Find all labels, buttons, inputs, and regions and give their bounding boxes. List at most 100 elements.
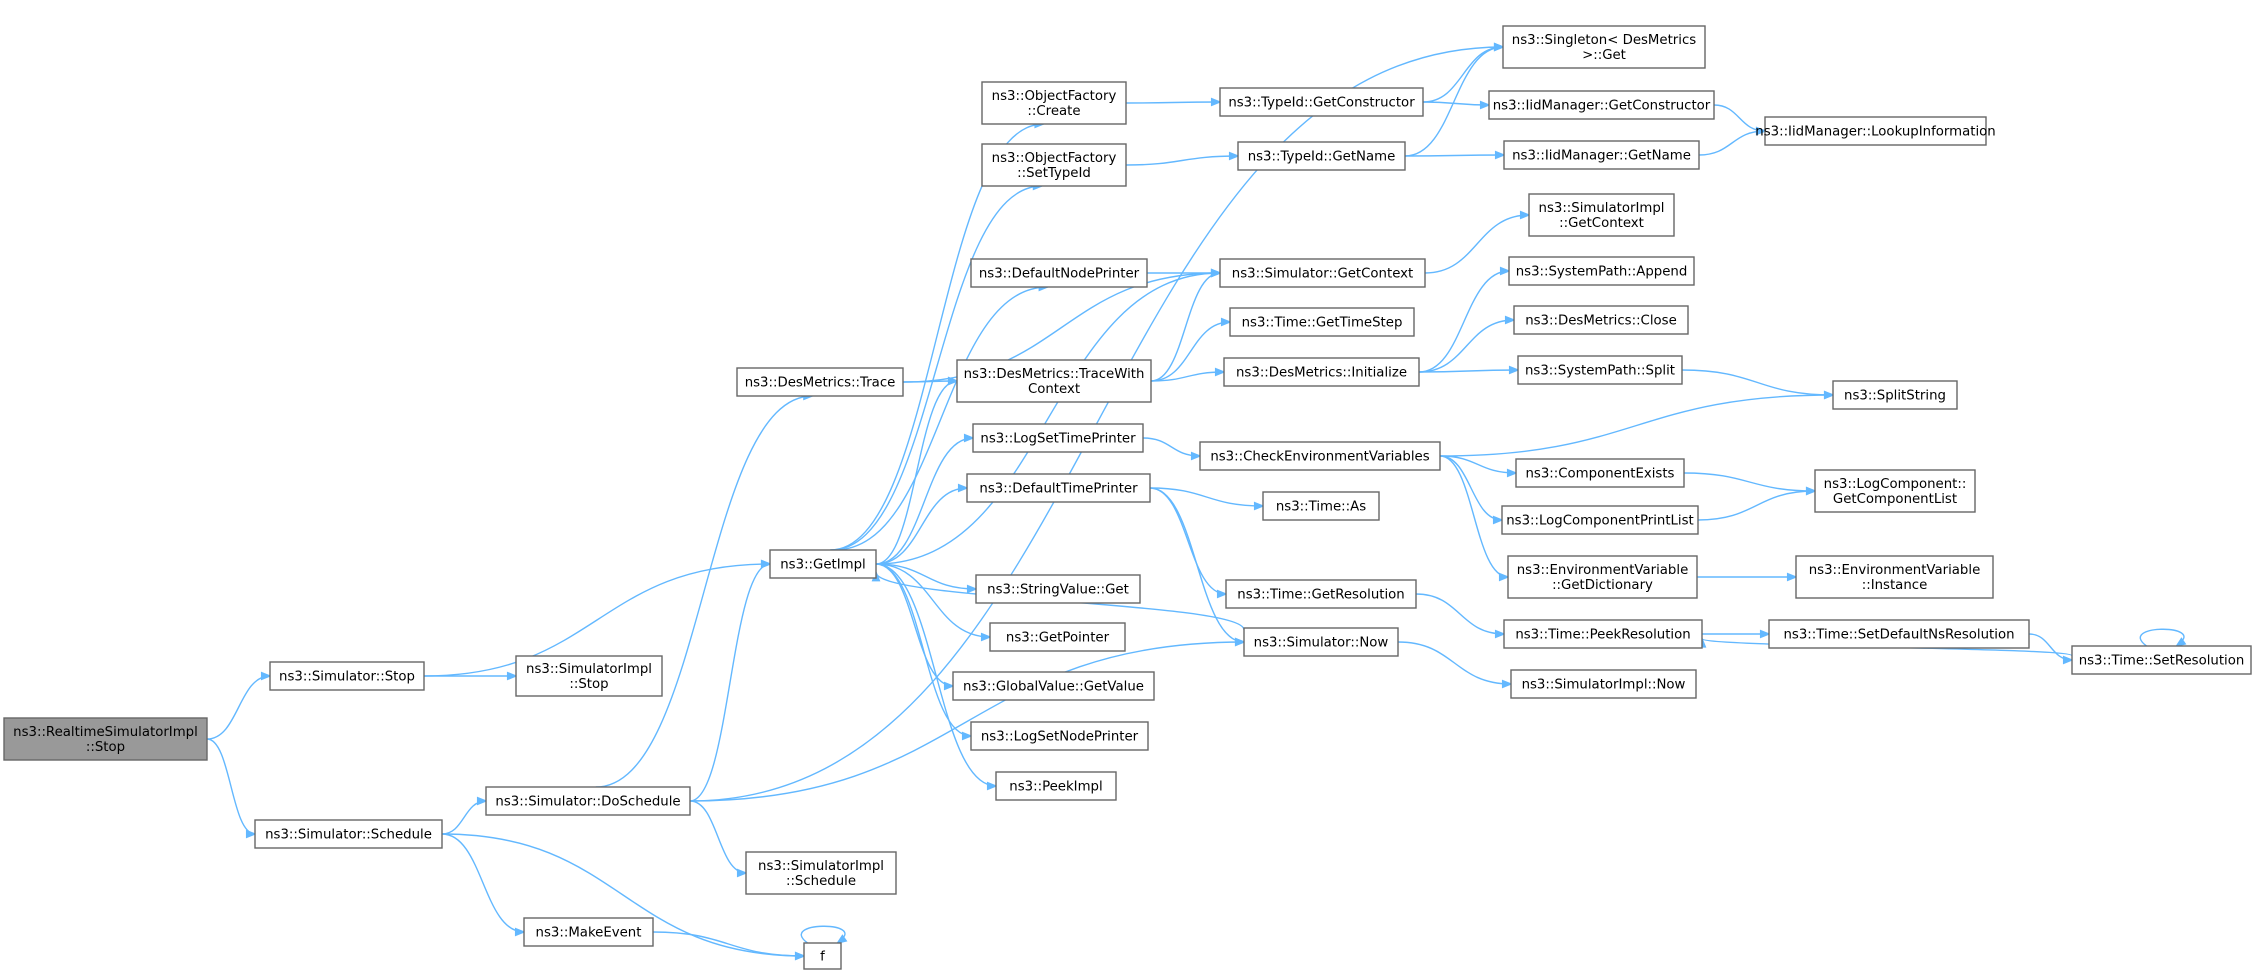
node-label: ::Schedule [786,874,856,889]
node-ns3-time-gettimestep[interactable]: ns3::Time::GetTimeStep [1229,307,1415,337]
node-ns3-desmetrics-trace[interactable]: ns3::DesMetrics::Trace [736,367,904,397]
node-ns3-objectfactory-create[interactable]: ns3::ObjectFactory::Create [981,81,1127,125]
node-ns3-typeid-getconstructor[interactable]: ns3::TypeId::GetConstructor [1219,87,1424,117]
node-ns3-simulator-now[interactable]: ns3::Simulator::Now [1243,627,1399,657]
edge-line [1418,270,1510,373]
node-ns3-time-setresolution[interactable]: ns3::Time::SetResolution [2071,645,2252,675]
node-ns3-simulator-stop[interactable]: ns3::Simulator::Stop [269,661,425,691]
edge-arrowhead [1805,486,1817,496]
node-ns3-simulator-schedule[interactable]: ns3::Simulator::Schedule [254,819,443,849]
node-label: ns3::Time::GetTimeStep [1242,316,1403,331]
node-ns3-desmetrics-initialize[interactable]: ns3::DesMetrics::Initialize [1223,357,1420,387]
node-ns3-objectfactory-settypeid[interactable]: ns3::ObjectFactory::SetTypeId [981,143,1127,187]
node-box [1237,141,1406,171]
edge-ns3-realtimesimulatorimpl-stop-to-ns3-simulator-schedule [206,738,257,839]
edge-line [1404,46,1504,157]
node-ns3-componentexists[interactable]: ns3::ComponentExists [1515,458,1685,488]
node-ns3-getimpl[interactable]: ns3::GetImpl [769,549,877,579]
edge-arrowhead [961,731,973,741]
edge-arrowhead [1493,42,1505,52]
node-ns3-defaulttimeprinter[interactable]: ns3::DefaultTimePrinter [966,473,1151,503]
node-ns3-environmentvariable-getdictionary[interactable]: ns3::EnvironmentVariable::GetDictionary [1507,555,1698,599]
edge-arrowhead [947,376,959,386]
node-ns3-defaultnodeprinter[interactable]: ns3::DefaultNodePrinter [970,258,1148,288]
node-ns3-time-as[interactable]: ns3::Time::As [1262,491,1380,521]
node-ns3-typeid-getname[interactable]: ns3::TypeId::GetName [1237,141,1406,171]
node-box [2071,645,2252,675]
node-f[interactable]: f [803,942,842,970]
edge-line [1125,155,1239,166]
edge-line [1149,487,1245,643]
edge-ns3-defaulttimeprinter-to-ns3-simulator-now [1149,487,1246,647]
node-ns3-stringvalue-get[interactable]: ns3::StringValue::Get [975,574,1141,604]
edge-ns3-systempath-split-to-ns3-splitstring [1681,369,1835,400]
edge-ns3-defaulttimeprinter-to-ns3-time-getresolution [1149,487,1228,599]
node-box [769,549,877,579]
node-label: ns3::MakeEvent [536,926,642,941]
node-ns3-simulatorimpl-now[interactable]: ns3::SimulatorImpl::Now [1510,669,1697,699]
node-ns3-time-peekresolution[interactable]: ns3::Time::PeekResolution [1503,619,1703,649]
node-label: ns3::LogComponent:: [1824,477,1967,492]
node-ns3-systempath-split[interactable]: ns3::SystemPath::Split [1517,355,1683,385]
node-label: ns3::DefaultNodePrinter [979,267,1140,282]
node-ns3-globalvalue-getvalue[interactable]: ns3::GlobalValue::GetValue [952,671,1155,701]
node-ns3-peekimpl[interactable]: ns3::PeekImpl [995,771,1117,801]
edge-arrowhead [260,671,272,681]
edge-arrowhead [943,681,955,691]
edge-ns3-desmetrics-initialize-to-ns3-desmetrics-close [1418,315,1516,373]
node-ns3-iidmanager-lookupinformation[interactable]: ns3::IidManager::LookupInformation [1755,116,1996,146]
node-box [3,717,208,761]
edge-line [652,931,805,957]
node-ns3-checkenvironmentvariables[interactable]: ns3::CheckEnvironmentVariables [1199,441,1441,471]
edge-ns3-objectfactory-create-to-ns3-typeid-getconstructor [1125,97,1222,107]
node-box [1528,193,1675,237]
edge-arrowhead [1823,390,1835,400]
node-ns3-environmentvariable-instance[interactable]: ns3::EnvironmentVariable::Instance [1795,555,1994,599]
node-box [970,721,1149,751]
node-ns3-splitstring[interactable]: ns3::SplitString [1832,380,1958,410]
node-ns3-simulatorimpl-schedule[interactable]: ns3::SimulatorImpl::Schedule [745,851,897,895]
edge-ns3-desmetrics-tracewithcontext-to-ns3-time-gettimestep [1150,317,1232,382]
edge-ns3-getimpl-to-ns3-stringvalue-get [875,563,978,594]
node-ns3-iidmanager-getconstructor[interactable]: ns3::IidManager::GetConstructor [1488,90,1715,120]
edge-line [1415,593,1505,635]
node-ns3-simulator-getcontext[interactable]: ns3::Simulator::GetContext [1219,258,1426,288]
node-ns3-simulatorimpl-getcontext[interactable]: ns3::SimulatorImpl::GetContext [1528,193,1675,237]
node-label: ns3::Simulator::Schedule [265,828,432,843]
edge-ns3-simulator-getcontext-to-ns3-simulatorimpl-getcontext [1424,210,1531,274]
node-ns3-getpointer[interactable]: ns3::GetPointer [989,622,1126,652]
edge-line [834,286,1048,551]
node-label: ns3::Time::GetResolution [1237,588,1404,603]
edge-line [423,563,771,677]
node-ns3-realtimesimulatorimpl-stop[interactable]: ns3::RealtimeSimulatorImpl::Stop [3,717,208,761]
node-label: ns3::SplitString [1844,389,1946,404]
node-label: ns3::ObjectFactory [992,151,1117,166]
node-ns3-singleton-desmetrics-get[interactable]: ns3::Singleton< DesMetrics >::Get [1502,25,1706,69]
node-label: ns3::DesMetrics::TraceWith [964,367,1145,382]
node-ns3-systempath-append[interactable]: ns3::SystemPath::Append [1508,256,1695,286]
edge-line [875,563,991,638]
node-label: ns3::Simulator::GetContext [1232,267,1413,282]
node-label: ns3::Simulator::Stop [279,670,415,685]
node-label: ns3::GetImpl [780,558,865,573]
edge-arrowhead [957,483,969,493]
node-ns3-simulator-doschedule[interactable]: ns3::Simulator::DoSchedule [485,786,691,816]
node-label: ns3::Time::SetDefaultNsResolution [1783,628,2014,643]
node-ns3-logsetnodeprinter[interactable]: ns3::LogSetNodePrinter [970,721,1149,751]
node-ns3-desmetrics-close[interactable]: ns3::DesMetrics::Close [1513,305,1689,335]
node-ns3-logsettimeprinter[interactable]: ns3::LogSetTimePrinter [972,423,1144,453]
node-ns3-logcomponent-getcomponentlist[interactable]: ns3::LogComponent::GetComponentList [1814,469,1976,513]
edge-line [689,641,1245,802]
node-box [966,473,1151,503]
edge-ns3-simulator-doschedule-to-ns3-desmetrics-trace [595,391,815,788]
node-ns3-simulatorimpl-stop[interactable]: ns3::SimulatorImpl::Stop [515,655,663,697]
edge-line [1150,371,1225,382]
node-ns3-time-getresolution[interactable]: ns3::Time::GetResolution [1225,579,1417,609]
node-label: ns3::PeekImpl [1009,780,1102,795]
node-ns3-time-setdefaultnsresolution[interactable]: ns3::Time::SetDefaultNsResolution [1768,619,2030,649]
node-ns3-makeevent[interactable]: ns3::MakeEvent [523,917,654,947]
node-ns3-logcomponentprintlist[interactable]: ns3::LogComponentPrintList [1501,505,1699,535]
node-ns3-iidmanager-getname[interactable]: ns3::IidManager::GetName [1503,140,1700,170]
node-label: ns3::Singleton< DesMetrics [1512,33,1696,48]
